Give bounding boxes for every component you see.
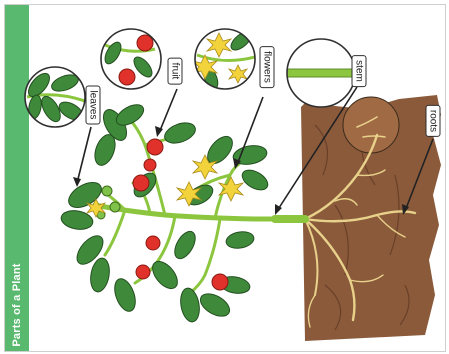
flowers-inset <box>193 29 255 92</box>
leaves-inset <box>25 67 86 127</box>
stem-inset <box>287 39 357 107</box>
label-leaves: leaves <box>86 86 101 125</box>
plant-illustration <box>5 5 445 351</box>
label-fruit: fruit <box>168 58 183 85</box>
diagram-frame: Parts of a Plant <box>4 4 446 352</box>
fruit-inset <box>101 29 161 89</box>
label-flowers: flowers <box>260 46 275 88</box>
label-stem: stem <box>352 55 367 87</box>
label-roots: roots <box>426 105 441 137</box>
